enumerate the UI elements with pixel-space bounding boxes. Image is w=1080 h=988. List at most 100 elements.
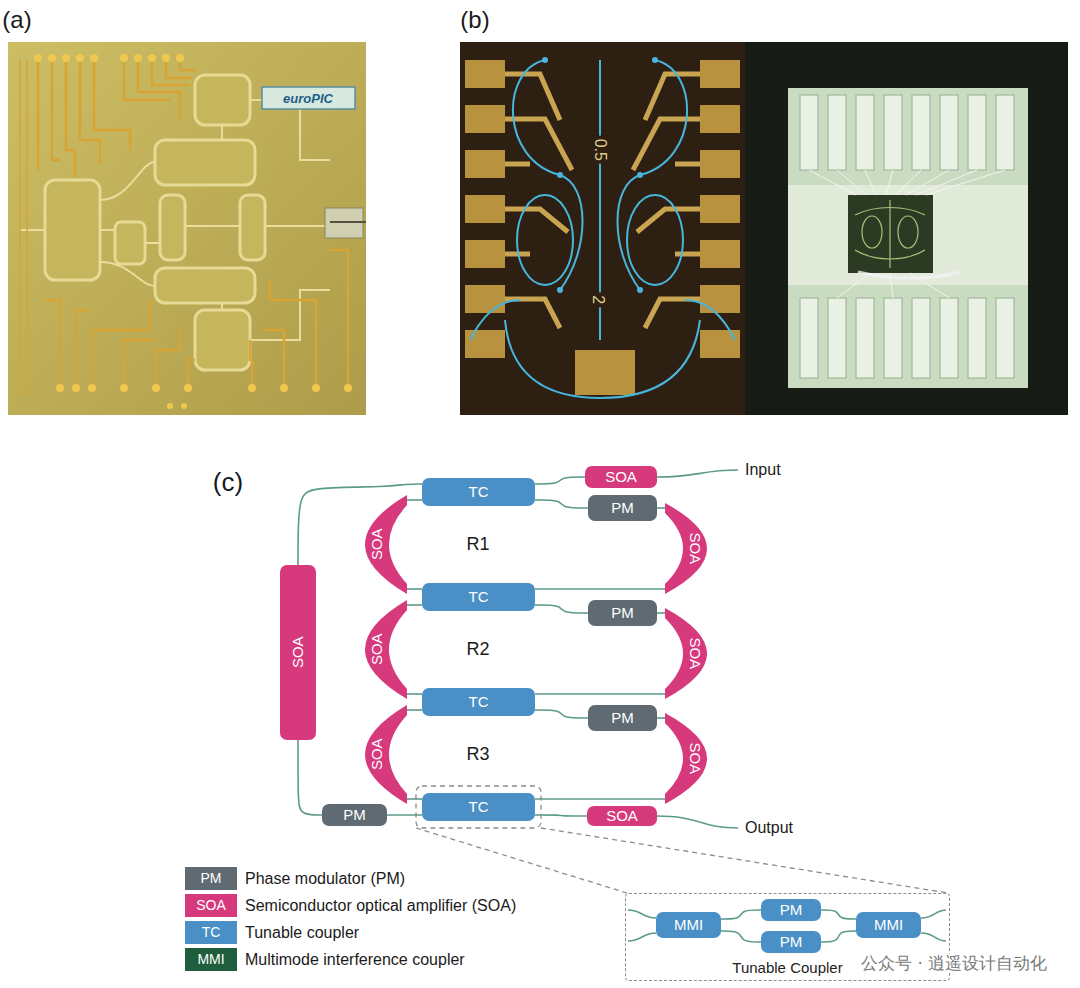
chip-photo-a-part-part	[185, 225, 240, 227]
chip-photo-b-right-part-part	[940, 95, 958, 170]
chip-photo-a-part-part	[34, 54, 42, 62]
chip-photo-b-left-part-part	[637, 209, 700, 232]
node-label: Tunable Coupler	[732, 960, 842, 977]
chip-photo-a-part-part	[188, 360, 195, 388]
chip-photo-b-right-part	[809, 170, 1005, 298]
chip-photo-a-part-part	[100, 162, 155, 200]
chip-photo-b-right-part-part	[996, 95, 1014, 170]
chip-photo-a-part-part	[156, 330, 180, 388]
chip-photo-b-right-part-part	[837, 273, 870, 298]
chip-photo-a-part-part	[76, 54, 84, 62]
chip-photo-a-part-part	[62, 54, 70, 62]
chip-photo-b-right-part-part	[886, 170, 893, 195]
chip-photo-b-right-part-part	[916, 170, 977, 195]
chip-photo-b-right-part	[788, 185, 1028, 285]
panel-letter: (b)	[460, 7, 489, 33]
waveguide	[407, 604, 422, 606]
soa-curved: SOA	[365, 705, 407, 804]
chip-photo-b-left-part-part	[513, 60, 583, 290]
node-label: SOA	[687, 743, 704, 775]
chip-photo-b-right-part-part	[856, 95, 874, 170]
legend-text: Phase modulator (PM)	[245, 870, 405, 888]
swatch-label: PM	[201, 871, 222, 886]
legend-row: SOASemiconductor optical amplifier (SOA)	[185, 894, 516, 917]
label-holder: euroPIC	[283, 89, 333, 107]
chip-photo-a-part-part	[56, 384, 64, 392]
tunable-coupler-box: TC	[422, 583, 535, 611]
chip-photo-b-right-part-part	[889, 200, 890, 268]
chip-photo-b-left-part-part	[557, 172, 563, 178]
soa-curved: SOA	[665, 608, 707, 699]
chip-photo-b-left-part-part	[465, 150, 505, 178]
waveguide	[387, 814, 422, 816]
chip-photo-a-part-part	[115, 222, 145, 264]
chip-photo-b-left-part-part	[465, 105, 505, 133]
label-holder: (c)	[213, 468, 243, 497]
waveguide	[721, 931, 761, 942]
chip-photo-a-part	[45, 75, 265, 370]
chip-photo-b-left-part-part	[685, 300, 735, 340]
chip-photo-b-left-part	[465, 60, 740, 395]
waveguide	[407, 499, 422, 501]
callout-dashes-part	[416, 828, 627, 893]
node-label: PM	[611, 500, 634, 517]
waveguide	[407, 709, 422, 711]
chip-photo-a-part-part	[66, 58, 75, 178]
chip-photo-b-left-part-part	[700, 105, 740, 133]
chip-photo-b-left-part-part	[505, 162, 530, 167]
chip-photo-b-left-part-part	[505, 209, 568, 232]
layout-lines-part	[628, 910, 656, 918]
chip-photo-a-part-part	[221, 125, 223, 140]
mmi-box: MMI	[856, 912, 921, 938]
label-holder: 0.5	[586, 141, 614, 159]
chip-photo-a-part-part	[330, 250, 348, 388]
chip-photo-a-part-part	[145, 242, 160, 244]
ring-label: R1	[466, 535, 489, 555]
chip-photo-a-part-part	[181, 403, 187, 409]
soa-curved: SOA	[365, 495, 407, 594]
chip-photo-b-right-part-part	[896, 170, 921, 195]
layout-lines-part	[628, 933, 656, 941]
waveguide	[535, 605, 588, 613]
chip-photo-b-left-part-part	[675, 252, 700, 257]
chip-photo-b-right-part	[855, 200, 925, 268]
chip-photo-b-right-part-part	[828, 298, 846, 378]
layout-lines-part	[921, 910, 946, 918]
phase-modulator-box: PM	[322, 804, 387, 826]
phase-modulator-box: PM	[588, 495, 657, 521]
soa-curved-band	[665, 713, 707, 804]
chip-photo-a-part-part	[134, 54, 142, 62]
soa-box: SOA	[587, 806, 657, 827]
chip-photo-b-left-part-part	[633, 119, 700, 170]
chip-photo-b-left-part	[542, 57, 658, 293]
chip-photo-b-right-part-part	[912, 298, 930, 378]
waveguide	[821, 931, 856, 942]
chip-photo-b-left-part-part	[465, 195, 505, 223]
chip-photo-a-part-part	[76, 310, 90, 388]
label-holder: R3	[466, 745, 489, 765]
label-holder: (a)	[2, 7, 31, 33]
chip-photo-a-part-part	[280, 384, 288, 392]
phase-modulator-box: PM	[761, 899, 821, 921]
node-label: TC	[469, 694, 489, 711]
waveguide	[535, 500, 588, 508]
chip-photo-a-part-part	[72, 384, 80, 392]
chip-photo-b-left-part-part	[637, 172, 643, 178]
chip-photo-a-part-part	[138, 58, 180, 120]
chip-photo-a-part-part	[250, 290, 330, 340]
node-label: TC	[469, 799, 489, 816]
waveguide	[298, 484, 422, 565]
chip-photo-a-part-part	[344, 384, 352, 392]
phase-modulator-box: PM	[761, 931, 821, 953]
waveguide	[298, 740, 322, 815]
chip-photo-b-left-part-part	[470, 300, 520, 340]
chip-photo-b-left-part-part	[652, 57, 658, 63]
legend-text: Multimode interference coupler	[245, 951, 465, 969]
chip-photo-a-part-part	[19, 60, 21, 395]
chip-photo-b-left-part-part	[645, 74, 700, 120]
soa-curved-band	[365, 705, 407, 804]
chip-photo-a-part-part	[90, 54, 98, 62]
chip-photo-a-part	[8, 42, 366, 415]
